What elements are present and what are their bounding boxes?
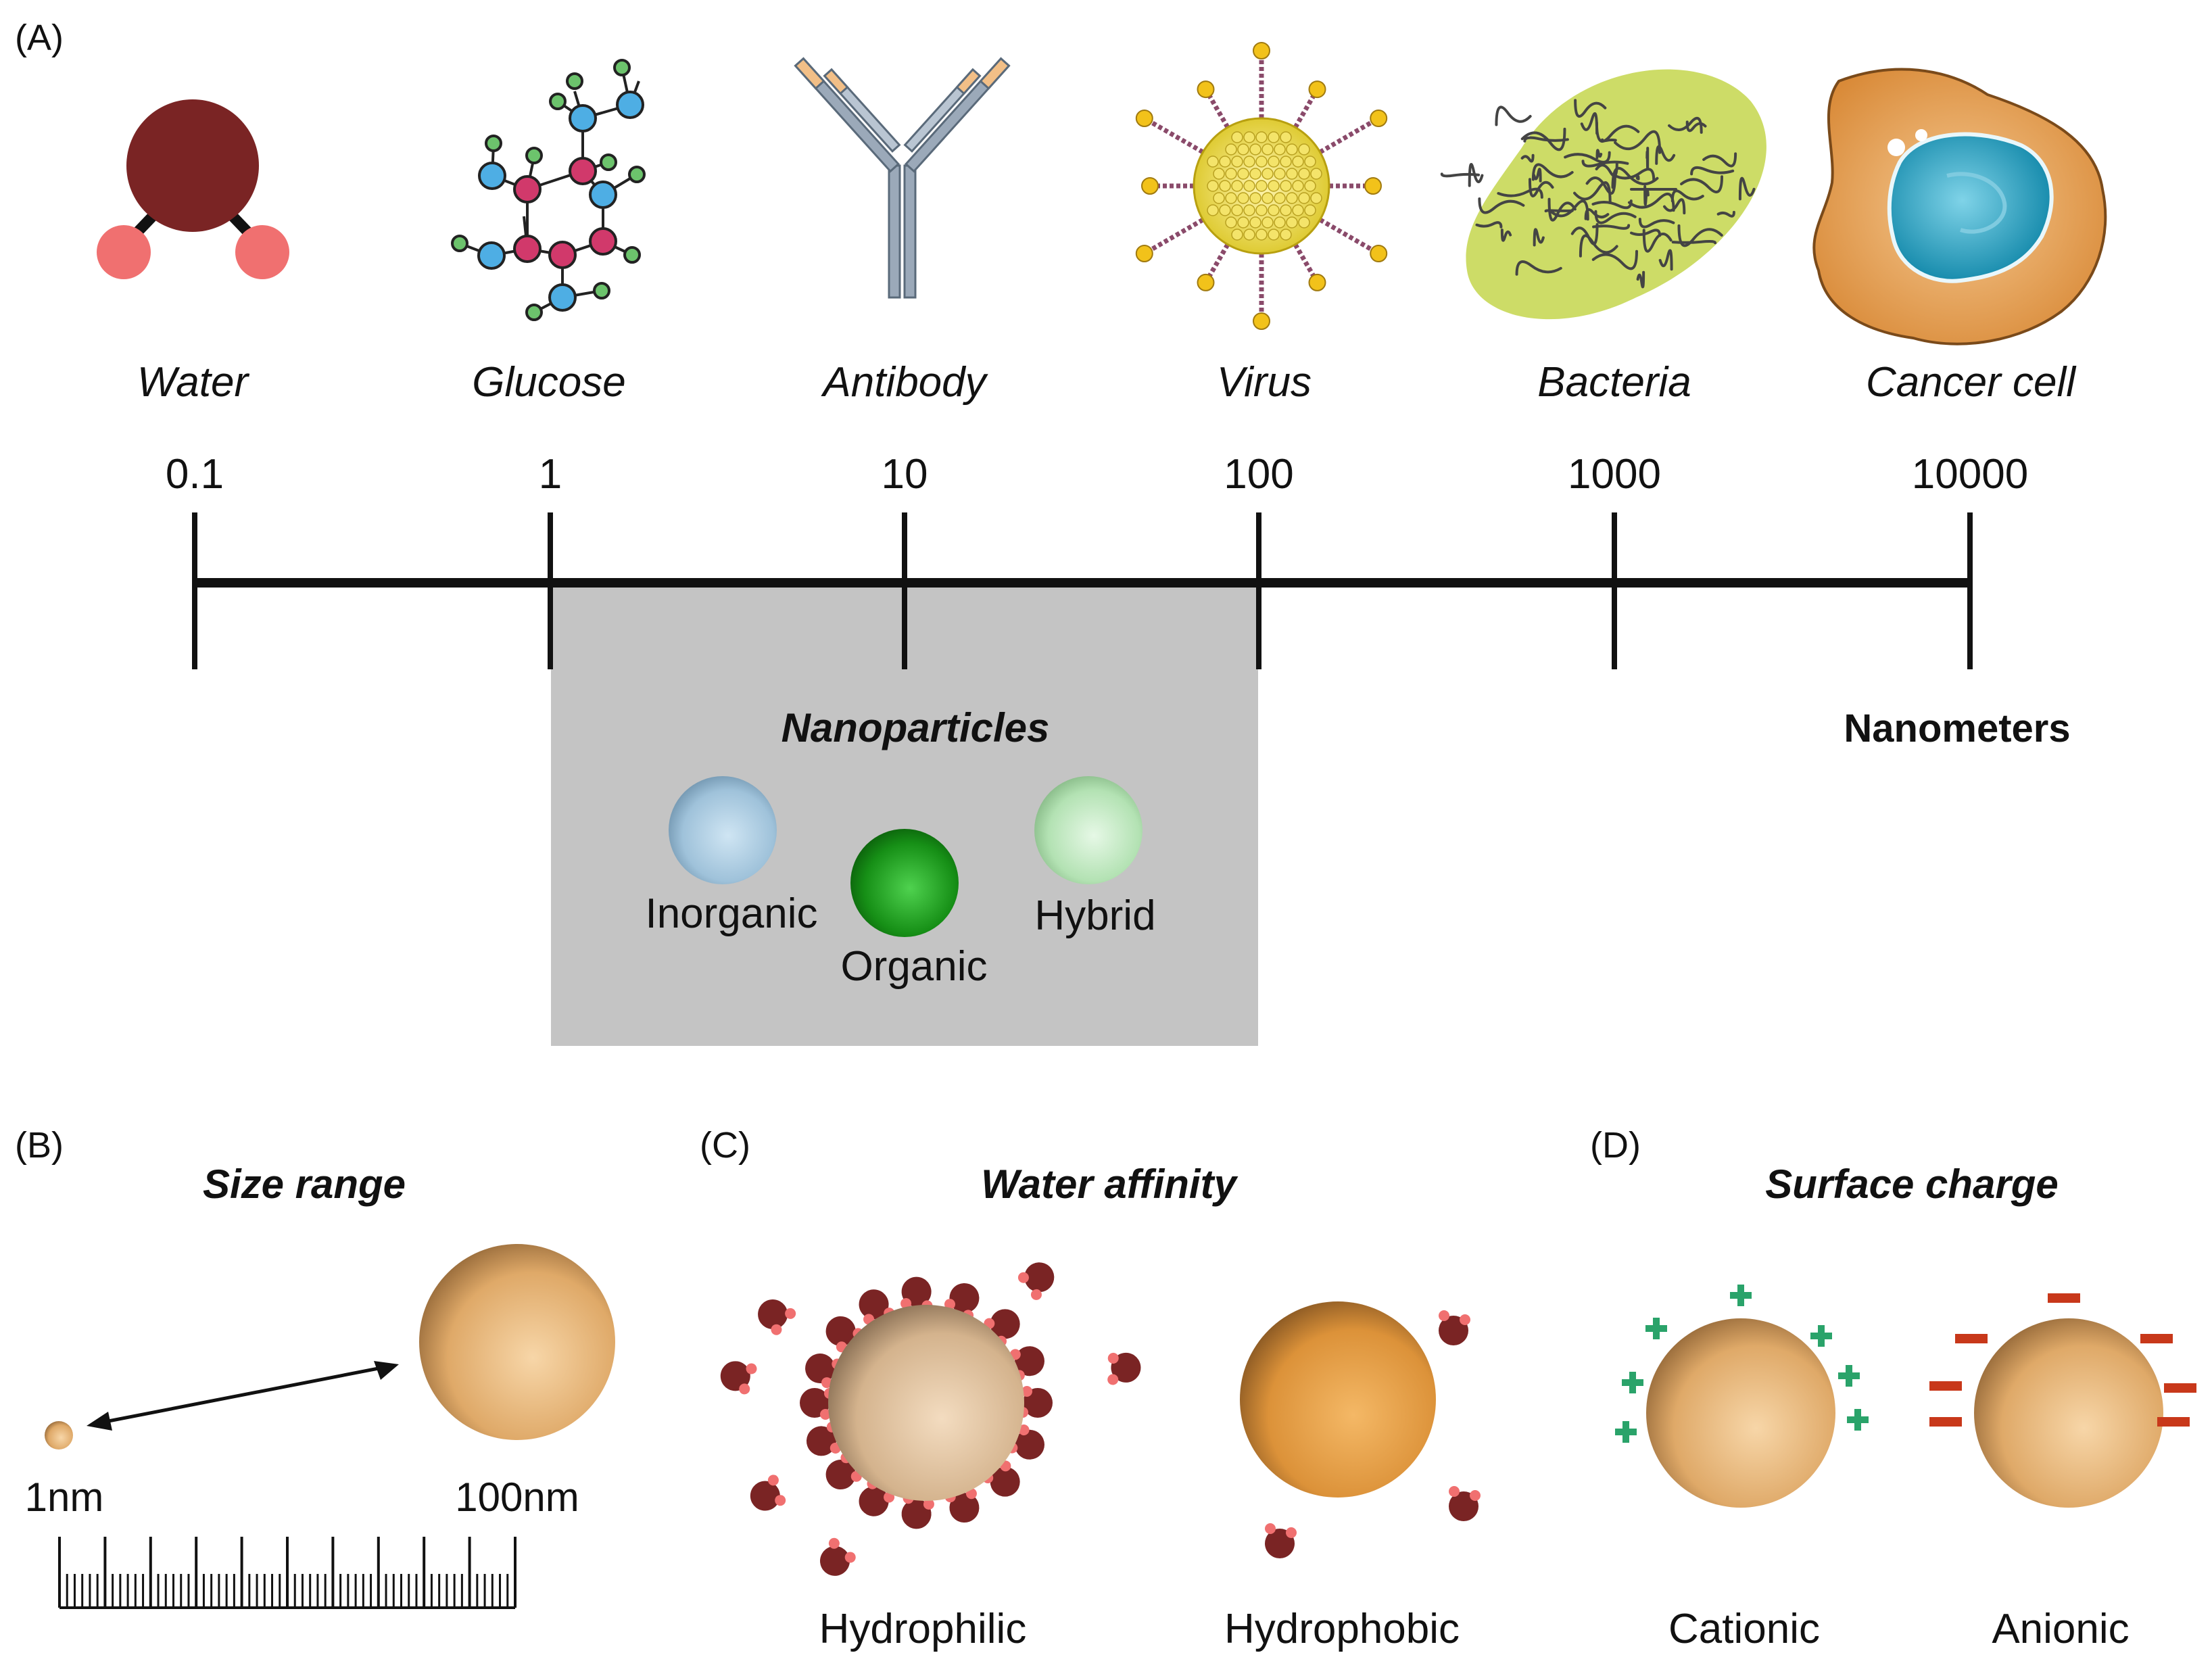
panel-d-tag: (D)	[1590, 1125, 1641, 1166]
inorganic-label: Inorganic	[645, 890, 817, 937]
nanometers-unit-label: Nanometers	[1844, 707, 2070, 750]
water-affinity-title: Water affinity	[981, 1162, 1239, 1207]
hydrophilic-particle	[828, 1305, 1024, 1501]
glucose-molecule-icon	[451, 59, 646, 321]
entity-label-bacteria: Bacteria	[1537, 359, 1691, 406]
size-scale-axis: 0.1 1 10 100 1000 10000	[166, 451, 2028, 669]
bacteria-icon	[1440, 69, 1766, 320]
hybrid-particle	[1034, 776, 1143, 884]
one-nm-label: 1nm	[25, 1475, 104, 1520]
hydrophilic-label: Hydrophilic	[819, 1606, 1027, 1652]
scale-tick-label: 10	[882, 451, 928, 498]
organic-label: Organic	[840, 943, 987, 990]
entity-labels: Water Glucose Antibody Virus Bacteria Cancer …	[137, 359, 2077, 406]
scale-tick-label: 1	[539, 451, 562, 498]
anionic-label: Anionic	[1992, 1606, 2129, 1652]
scale-tick-label: 100	[1224, 451, 1293, 498]
panel-a-tag: (A)	[15, 18, 64, 58]
scale-tick-label: 0.1	[166, 451, 224, 498]
hybrid-label: Hybrid	[1034, 892, 1155, 939]
cationic-particle	[1646, 1318, 1835, 1508]
size-comparison-arrow	[87, 1361, 399, 1431]
large-particle	[419, 1244, 615, 1440]
virus-icon	[1135, 42, 1388, 330]
cationic-label: Cationic	[1668, 1606, 1820, 1652]
water-molecule-icon	[97, 99, 289, 279]
scale-tick-label: 10000	[1912, 451, 2028, 498]
antibody-icon	[794, 57, 1011, 299]
cancer-cell-icon	[1812, 68, 2107, 345]
hydrophobic-particle	[1240, 1301, 1436, 1498]
hundred-nm-label: 100nm	[455, 1475, 579, 1520]
organic-particle	[850, 829, 959, 937]
small-particle	[45, 1421, 73, 1450]
entity-label-glucose: Glucose	[472, 359, 625, 406]
entity-label-virus: Virus	[1217, 359, 1312, 406]
panel-b-tag: (B)	[15, 1125, 64, 1166]
panel-c-tag: (C)	[700, 1125, 750, 1166]
scale-tick-label: 1000	[1568, 451, 1661, 498]
size-range-title: Size range	[203, 1162, 406, 1207]
positive-charges	[1615, 1285, 1869, 1443]
hydrophobic-label: Hydrophobic	[1224, 1606, 1460, 1652]
surface-charge-title: Surface charge	[1765, 1162, 2059, 1207]
entity-label-cancer-cell: Cancer cell	[1866, 359, 2077, 406]
ruler	[58, 1537, 516, 1609]
entity-label-water: Water	[137, 359, 250, 406]
nanoparticles-title: Nanoparticles	[782, 705, 1050, 750]
negative-charges	[1929, 1293, 2196, 1427]
entity-label-antibody: Antibody	[820, 359, 988, 406]
inorganic-particle	[669, 776, 777, 884]
anionic-particle	[1974, 1318, 2163, 1508]
